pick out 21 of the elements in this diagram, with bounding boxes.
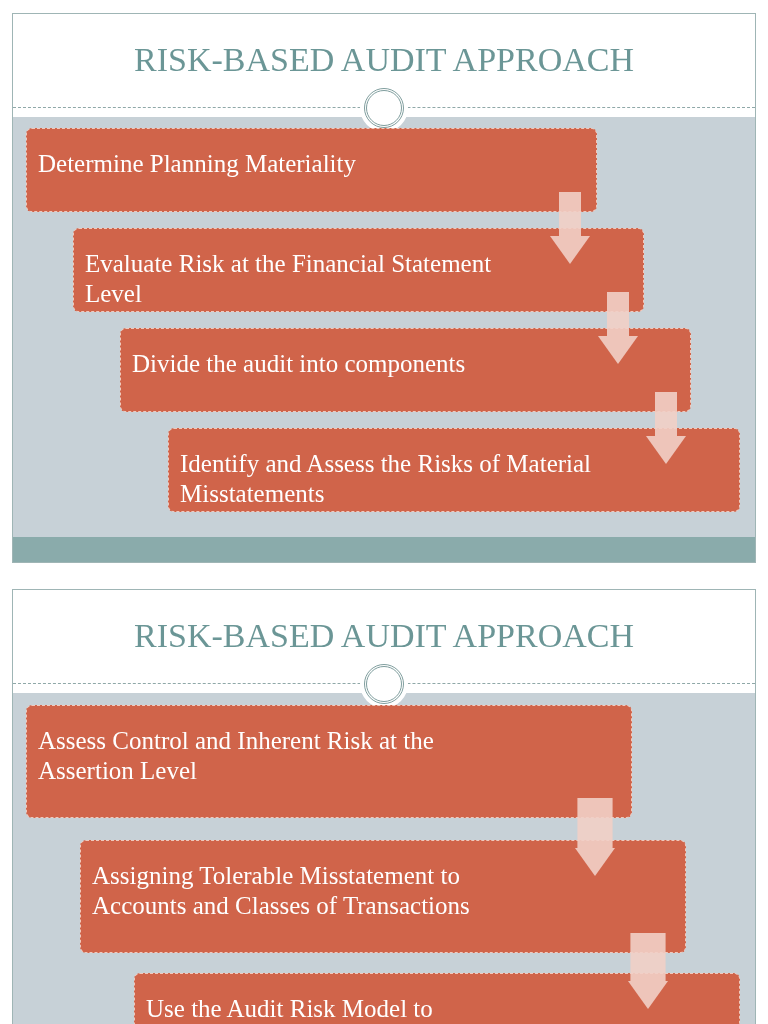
step-text: Evaluate Risk at the Financial Statement Level [85,249,493,309]
step-text: Determine Planning Materiality [38,149,357,179]
block-arrow [550,192,590,264]
process-box [73,228,644,312]
process-box [80,840,686,953]
step-text: Assess Control and Inherent Risk at the Assertion Level [38,726,435,786]
block-arrow [628,933,668,1009]
step-text: Use the Audit Risk Model to [146,994,434,1024]
slide-title: RISK-BASED AUDIT APPROACH [133,40,635,80]
process-box [168,428,740,512]
block-arrow [646,392,686,464]
block-arrow [575,798,615,876]
process-box [26,128,597,212]
step-text: Identify and Assess the Risks of Material Misstatements [180,449,593,509]
process-box [134,973,740,1024]
block-arrow [598,292,638,364]
process-box [26,705,632,818]
slide-title: RISK-BASED AUDIT APPROACH [133,616,635,656]
step-text: Assigning Tolerable Misstatement to Accounts and Classes of Transactions [92,861,471,921]
step-text: Divide the audit into components [132,349,467,379]
process-box [120,328,691,412]
